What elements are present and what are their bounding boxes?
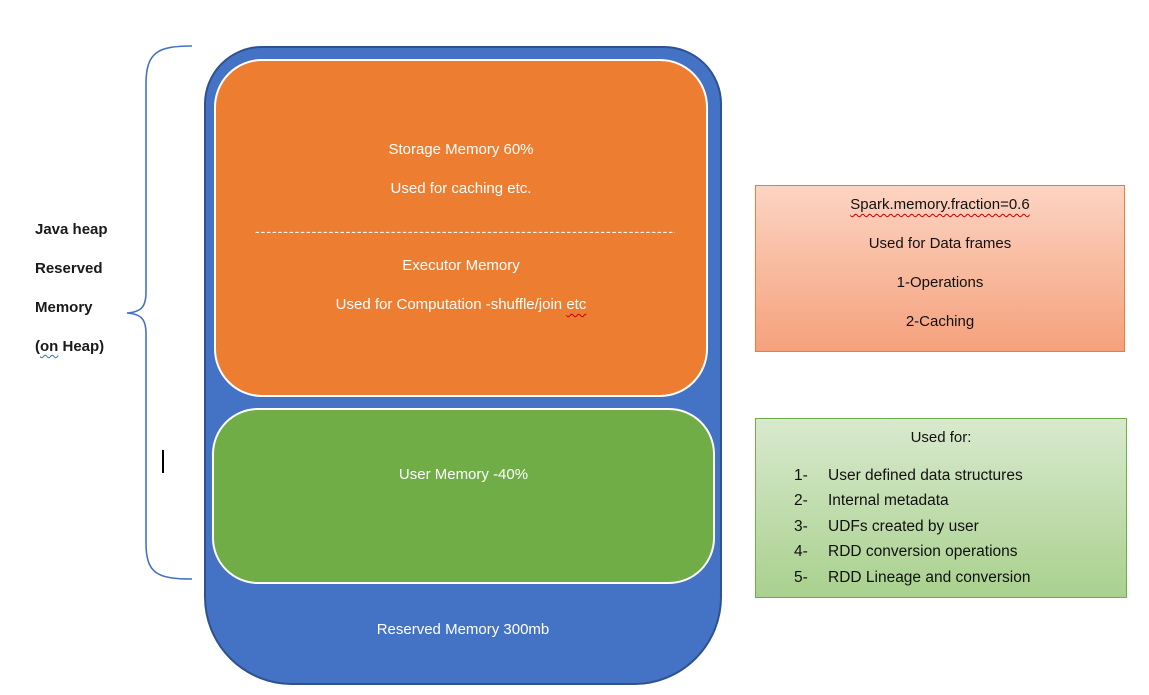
item-text: Internal metadata <box>828 492 949 509</box>
user-memory-usage-box: Used for: 1- User defined data structure… <box>755 418 1127 598</box>
heap-container-block: Storage Memory 60% Used for caching etc.… <box>204 46 722 685</box>
item-number: 2- <box>794 492 808 509</box>
java-heap-label-line1: Java heap <box>35 221 108 238</box>
on-heap-suffix: Heap) <box>58 338 105 355</box>
executor-memory-subtitle: Used for Computation -shuffle/join etc <box>216 296 706 313</box>
item-text: UDFs created by user <box>828 518 979 535</box>
used-for-item-3: 3- UDFs created by user <box>756 518 1126 543</box>
user-memory-block: User Memory -40% <box>212 408 715 584</box>
used-for-item-2: 2- Internal metadata <box>756 492 1126 517</box>
executor-memory-title: Executor Memory <box>402 257 520 274</box>
item-text: User defined data structures <box>828 467 1023 484</box>
on-heap-wavy-word: on <box>40 338 59 355</box>
item-number: 5- <box>794 569 808 586</box>
spark-fraction-item-1: 1-Operations <box>896 274 984 291</box>
used-for-item-5: 5- RDD Lineage and conversion <box>756 569 1126 594</box>
java-heap-label-line4: (on Heap) <box>35 338 104 355</box>
item-text: RDD conversion operations <box>828 543 1018 560</box>
on-heap-prefix: ( <box>35 338 40 355</box>
text-cursor <box>162 450 164 473</box>
executor-subtitle-wavy-word: etc <box>566 296 587 313</box>
item-number: 4- <box>794 543 808 560</box>
storage-memory-title: Storage Memory 60% <box>388 141 534 158</box>
spark-fraction-usage: Used for Data frames <box>868 235 1012 252</box>
used-for-item-4: 4- RDD conversion operations <box>756 543 1126 568</box>
storage-executor-block: Storage Memory 60% Used for caching etc.… <box>214 59 708 397</box>
storage-memory-subtitle: Used for caching etc. <box>390 180 532 197</box>
item-number: 3- <box>794 518 808 535</box>
reserved-memory-label: Reserved Memory 300mb <box>376 621 550 638</box>
curly-brace <box>126 45 193 580</box>
user-memory-title: User Memory -40% <box>398 466 529 483</box>
item-number: 1- <box>794 467 808 484</box>
spark-fraction-setting-text: Spark.memory.fraction=0.6 <box>850 196 1030 213</box>
java-heap-label-line3: Memory <box>35 299 93 316</box>
java-heap-label-line2: Reserved <box>35 260 103 277</box>
storage-executor-divider: ----------------------------------------… <box>255 223 675 239</box>
item-text: RDD Lineage and conversion <box>828 569 1031 586</box>
executor-subtitle-text: Used for Computation -shuffle/join <box>335 296 567 313</box>
spark-fraction-item-2: 2-Caching <box>905 313 975 330</box>
spark-fraction-box: Spark.memory.fraction=0.6 Used for Data … <box>755 185 1125 352</box>
used-for-title: Used for: <box>910 429 972 446</box>
used-for-item-1: 1- User defined data structures <box>756 467 1126 492</box>
spark-fraction-setting: Spark.memory.fraction=0.6 <box>756 196 1124 213</box>
